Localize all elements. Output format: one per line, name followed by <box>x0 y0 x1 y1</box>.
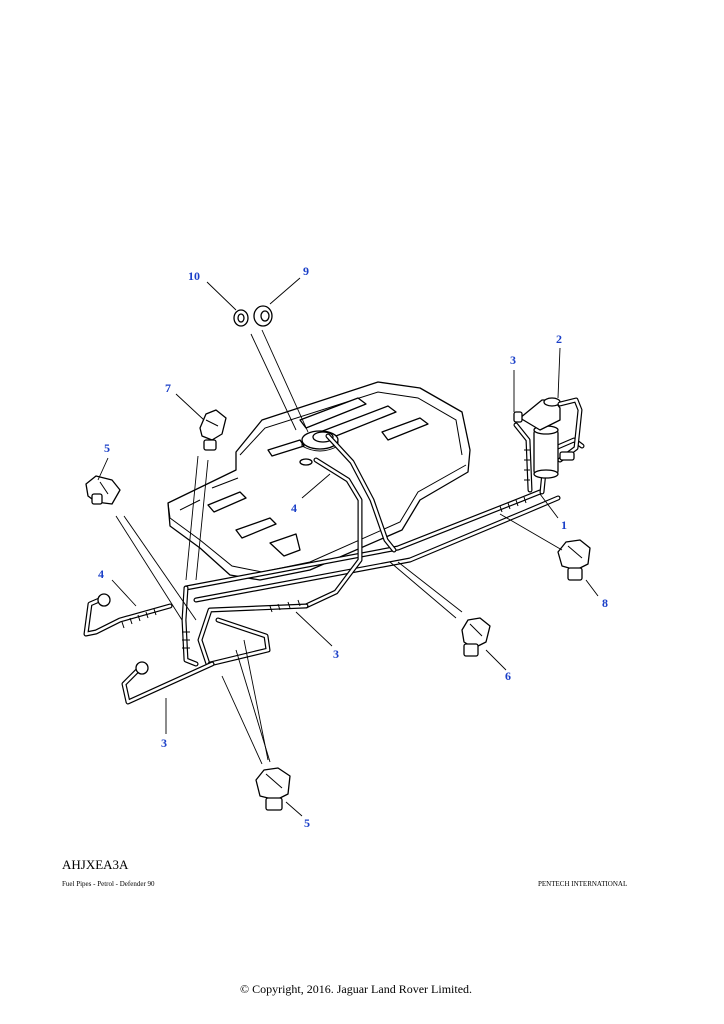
callout-8: 8 <box>602 596 608 610</box>
pipe-clip-5-upper <box>85 475 121 505</box>
callout-3-filter: 3 <box>510 353 516 367</box>
callout-7: 7 <box>165 381 171 395</box>
diagram-caption: Fuel Pipes - Petrol - Defender 90 <box>62 880 155 888</box>
filler-caps <box>233 305 273 327</box>
fuel-pipes <box>83 422 585 705</box>
illustration-reference-code: AHJXEA3A <box>62 857 129 872</box>
callout-5-lower: 5 <box>304 816 310 830</box>
copyright-notice: © Copyright, 2016. Jaguar Land Rover Lim… <box>239 982 473 996</box>
callout-9: 9 <box>303 264 309 278</box>
pipe-clip-7 <box>199 409 227 451</box>
fuel-tank <box>167 381 471 581</box>
callout-3-middle: 3 <box>333 647 339 661</box>
fuel-filter <box>513 397 583 479</box>
callout-4-left: 4 <box>98 567 104 581</box>
callout-10: 10 <box>188 269 200 283</box>
leader-lines <box>97 277 599 817</box>
callout-6: 6 <box>505 669 511 683</box>
callout-2: 2 <box>556 332 562 346</box>
pipe-clip-6 <box>461 617 491 657</box>
callout-3-lower: 3 <box>161 736 167 750</box>
callout-4-tank: 4 <box>291 501 297 515</box>
callout-labels: 10 9 7 5 4 3 2 1 8 6 4 3 3 5 <box>98 264 608 830</box>
pipe-clip-8 <box>557 539 591 581</box>
callout-1: 1 <box>561 518 567 532</box>
pipe-clip-5-lower <box>255 767 291 811</box>
callout-5-upper: 5 <box>104 441 110 455</box>
publisher-caption: PENTECH INTERNATIONAL <box>538 880 628 888</box>
